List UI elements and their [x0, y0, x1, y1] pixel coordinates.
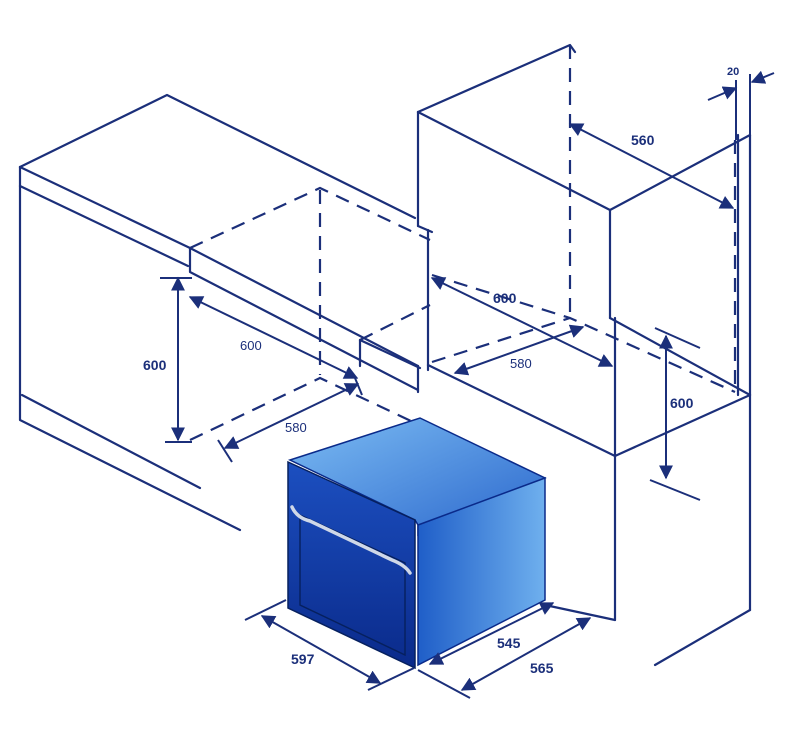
left-niche-width-label: 600 [240, 338, 262, 353]
tall-niche-depth-label: 580 [510, 356, 532, 371]
tall-niche-height-label: 600 [670, 395, 694, 411]
oven-body-depth-label: 545 [497, 635, 521, 651]
tall-niche-outline [431, 45, 737, 394]
tall-inner-depth-label: 560 [631, 132, 655, 148]
tall-niche-width-label: 600 [493, 290, 517, 306]
dimension-lines [160, 70, 775, 699]
left-niche-depth-label: 580 [285, 420, 307, 435]
oven-total-depth-label: 565 [530, 660, 554, 676]
tall-clearance-label: 20 [727, 66, 739, 78]
oven [287, 417, 547, 670]
left-niche-height-label: 600 [143, 357, 167, 373]
oven-front-width-label: 597 [291, 651, 315, 667]
